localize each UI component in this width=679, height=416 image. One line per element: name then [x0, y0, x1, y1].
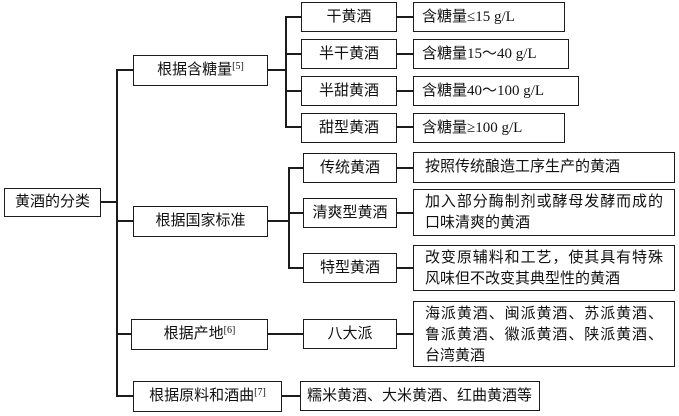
connector-branch-standard-in: [117, 220, 134, 222]
leaf-node-traditional-wine: 传统黄酒: [303, 153, 397, 183]
branch-node-raw-material: 根据原料和酒曲[7]: [133, 381, 282, 412]
desc-text: 加入部分酶制剂或酵母发酵而成的口味清爽的黄酒: [425, 194, 663, 231]
branch-label: 根据原料和酒曲: [149, 388, 255, 404]
desc-node-traditional-wine: 按照传统酿造工序生产的黄酒: [413, 152, 675, 183]
branch-node-origin: 根据产地[6]: [131, 319, 268, 350]
connector-origin-desc: [397, 333, 413, 335]
leaf-node-semi-dry-wine: 半干黄酒: [301, 39, 397, 69]
branch-node-national-standard: 根据国家标准: [133, 206, 268, 237]
connector-sugar-child-1: [285, 16, 302, 18]
leaf-label: 特型黄酒: [319, 259, 380, 276]
connector-sugar-desc-2: [397, 53, 413, 55]
desc-node-sweet-wine: 含糖量≥100 g/L: [413, 113, 565, 143]
connector-sugar-child-2: [285, 53, 302, 55]
connector-sugar-child-3: [285, 90, 302, 92]
desc-text: 含糖量≤15 g/L: [422, 8, 515, 25]
leaf-label: 半干黄酒: [318, 45, 379, 62]
desc-text: 糯米黄酒、大米黄酒、红曲黄酒等: [307, 387, 533, 404]
connector-trunk: [116, 69, 118, 397]
desc-node-eight-schools: 海派黄酒、闽派黄酒、苏派黄酒、鲁派黄酒、徽派黄酒、陕派黄酒、台湾黄酒: [413, 301, 675, 367]
branch-sup-ref: [6]: [223, 324, 236, 336]
leaf-label: 传统黄酒: [319, 159, 380, 176]
connector-standard-desc-2: [397, 212, 413, 214]
connector-standard-child-1: [288, 167, 303, 169]
leaf-node-sweet-wine: 甜型黄酒: [301, 113, 397, 143]
leaf-label: 干黄酒: [326, 8, 372, 25]
connector-root-out: [100, 201, 118, 203]
desc-node-semi-sweet-wine: 含糖量40～100 g/L: [413, 76, 579, 106]
branch-label: 根据产地: [163, 326, 224, 342]
connector-standard-desc-3: [397, 267, 413, 269]
desc-node-semi-dry-wine: 含糖量15～40 g/L: [413, 39, 569, 69]
desc-text: 含糖量40～100 g/L: [422, 82, 545, 99]
desc-node-raw-material: 糯米黄酒、大米黄酒、红曲黄酒等: [300, 381, 540, 411]
connector-sugar-child-4: [285, 126, 302, 128]
connector-sugar-desc-4: [397, 126, 413, 128]
branch-label: 根据国家标准: [155, 213, 246, 229]
connector-standard-group-in: [268, 220, 289, 222]
root-node: 黄酒的分类: [4, 188, 101, 217]
leaf-label: 半甜黄酒: [318, 82, 379, 99]
desc-node-light-wine: 加入部分酶制剂或酵母发酵而成的口味清爽的黄酒: [413, 189, 675, 236]
connector-origin-child: [268, 333, 303, 335]
connector-branch-origin-in: [117, 333, 132, 335]
leaf-label: 八大派: [327, 325, 373, 342]
root-node-label: 黄酒的分类: [14, 194, 90, 210]
connector-material-desc: [282, 395, 300, 397]
connector-sugar-group-in: [268, 69, 286, 71]
branch-sup-ref: [7]: [254, 386, 266, 398]
desc-text: 含糖量15～40 g/L: [422, 45, 537, 62]
connector-standard-child-2: [288, 212, 303, 214]
desc-node-dry-wine: 含糖量≤15 g/L: [413, 2, 565, 32]
desc-text: 含糖量≥100 g/L: [422, 119, 523, 136]
connector-standard-group-v: [288, 167, 290, 269]
desc-text: 改变原辅料和工艺，使其具有特殊风味但不改变其典型性的黄酒: [425, 250, 663, 287]
leaf-node-eight-schools: 八大派: [303, 319, 397, 349]
connector-branch-sugar-in: [117, 69, 134, 71]
leaf-node-dry-wine: 干黄酒: [301, 2, 397, 32]
connector-standard-desc-1: [397, 167, 413, 169]
leaf-label: 甜型黄酒: [318, 119, 379, 136]
connector-standard-child-3: [288, 267, 303, 269]
desc-text: 按照传统酿造工序生产的黄酒: [425, 159, 621, 175]
desc-text: 海派黄酒、闽派黄酒、苏派黄酒、鲁派黄酒、徽派黄酒、陕派黄酒、台湾黄酒: [425, 306, 663, 364]
branch-node-sugar-content: 根据含糖量[5]: [133, 55, 268, 86]
desc-node-special-wine: 改变原辅料和工艺，使其具有特殊风味但不改变其典型性的黄酒: [413, 245, 675, 291]
branch-label: 根据含糖量: [157, 62, 233, 78]
connector-sugar-desc-3: [397, 90, 413, 92]
leaf-label: 清爽型黄酒: [312, 204, 388, 221]
connector-sugar-desc-1: [397, 16, 413, 18]
connector-branch-material-in: [117, 395, 134, 397]
leaf-node-semi-sweet-wine: 半甜黄酒: [301, 76, 397, 106]
leaf-node-special-wine: 特型黄酒: [303, 253, 397, 283]
connector-sugar-group-v: [285, 16, 287, 128]
branch-sup-ref: [5]: [232, 60, 244, 72]
leaf-node-light-wine: 清爽型黄酒: [303, 198, 397, 228]
